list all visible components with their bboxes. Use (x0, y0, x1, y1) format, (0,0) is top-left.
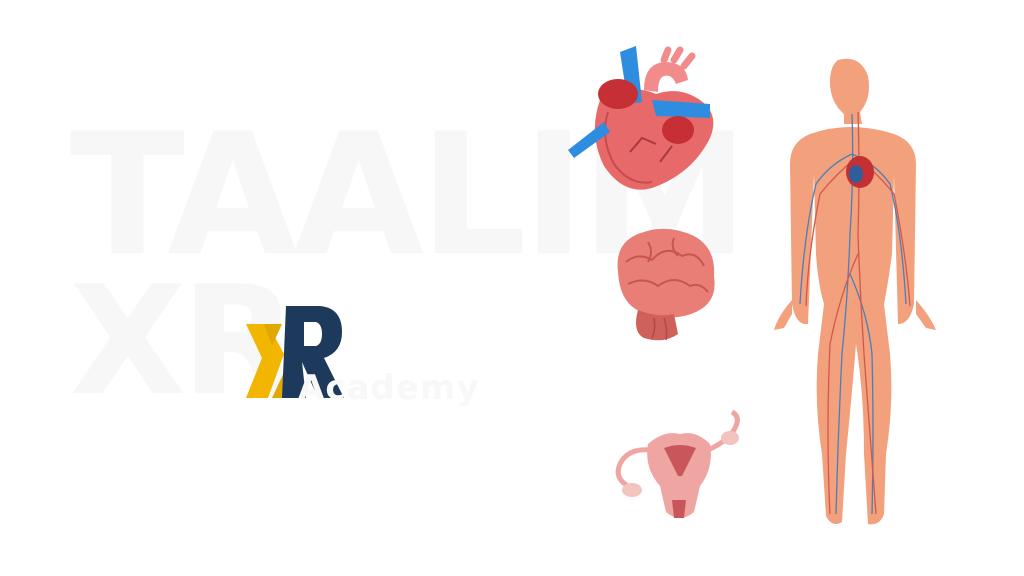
logo-letter-x: X (242, 302, 243, 303)
human-body-illustration (774, 58, 936, 525)
brain-illustration (617, 228, 715, 341)
tagline: Academy (298, 368, 480, 408)
heart-illustration (568, 46, 714, 190)
uterus-illustration (615, 409, 740, 518)
xr-logo: X (242, 302, 344, 398)
